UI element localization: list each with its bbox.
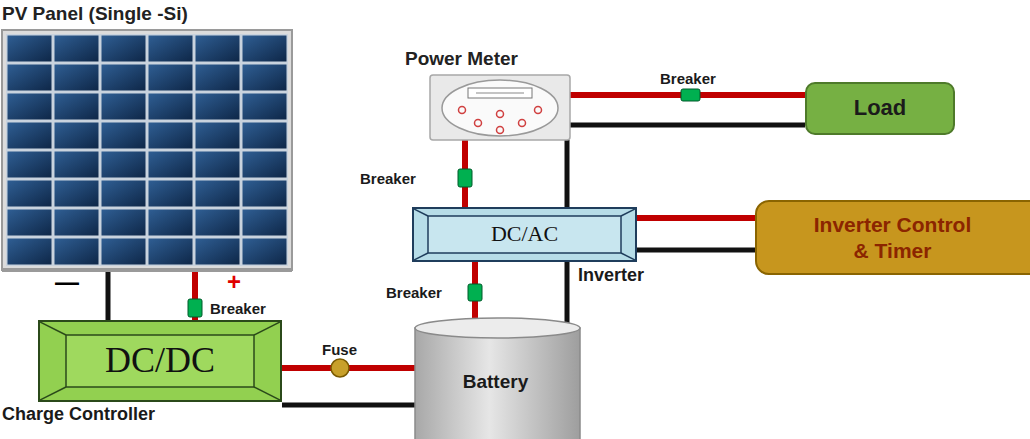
solar-cells — [6, 34, 288, 266]
wire — [565, 140, 570, 207]
inner-frame — [428, 216, 621, 253]
wire — [565, 262, 570, 324]
control-box: Inverter Control & Timer — [755, 200, 1030, 275]
bevel-line — [40, 387, 66, 400]
wire — [637, 215, 755, 221]
meter-display — [468, 88, 532, 98]
wire-label: Breaker — [386, 284, 442, 302]
meter-heading: Power Meter — [405, 48, 518, 71]
bevel-line — [621, 209, 635, 216]
power-meter: Power Meter — [430, 75, 570, 140]
pv-panel-figure — [2, 30, 292, 270]
wire — [570, 123, 805, 128]
panel-base — [2, 268, 292, 272]
inverter-box: DC/ACInverter — [412, 207, 637, 262]
bevel-line — [40, 322, 66, 335]
box-caption: Charge Controller — [2, 404, 155, 426]
panel-frame — [2, 30, 292, 270]
meter-dials — [459, 107, 542, 134]
load-box: Load — [805, 82, 955, 135]
breakers — [188, 89, 700, 317]
battery: Battery — [415, 318, 580, 439]
battery-body — [415, 328, 580, 439]
meter-face — [442, 80, 558, 136]
breaker-symbol — [681, 89, 700, 101]
breaker-symbol — [468, 284, 482, 301]
charge-controller-box: DC/DCCharge Controller — [38, 320, 282, 402]
wire-label: Breaker — [660, 70, 716, 88]
box-label: DC/DC — [105, 339, 215, 382]
power-meter-figure — [430, 75, 570, 140]
box-label: Inverter Control & Timer — [813, 212, 973, 262]
battery-figure — [415, 318, 580, 439]
bevel-line — [254, 387, 280, 400]
fuse-symbol — [331, 359, 349, 377]
battery-top — [415, 318, 580, 338]
box-label: DC/AC — [491, 221, 558, 247]
wire-label: Breaker — [360, 170, 416, 188]
breaker-symbol — [458, 169, 472, 187]
polarity-sign: + — [227, 268, 241, 297]
wire — [282, 403, 415, 408]
display-reading — [476, 92, 524, 94]
polarity-sign: — — [55, 268, 79, 297]
pv-panel: PV Panel (Single -Si) — [2, 30, 292, 270]
box-label: Load — [854, 95, 907, 121]
box-label: Battery — [463, 371, 528, 394]
meter-body — [430, 75, 570, 140]
wire — [637, 248, 755, 253]
box-caption: Inverter — [578, 265, 644, 287]
breaker-symbol — [188, 299, 202, 317]
wire-label: Fuse — [322, 341, 357, 359]
inner-frame — [66, 335, 254, 387]
bevel-line — [414, 253, 428, 260]
bevel-line — [414, 209, 428, 216]
bevel-line — [254, 322, 280, 335]
panel-heading: PV Panel (Single -Si) — [2, 3, 188, 26]
wire — [106, 270, 111, 320]
bevel-line — [621, 253, 635, 260]
wire-label: Breaker — [210, 300, 266, 318]
